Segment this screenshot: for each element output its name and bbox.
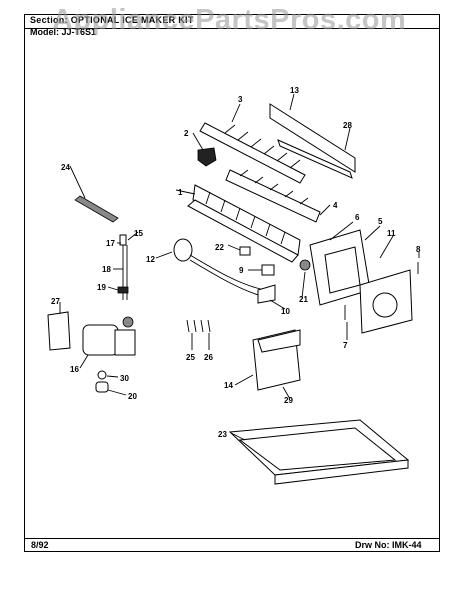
callout-9: 9 <box>239 266 244 275</box>
callout-23: 23 <box>218 430 227 439</box>
callout-19: 19 <box>97 283 106 292</box>
bearing <box>197 147 217 167</box>
footer-rule <box>24 538 440 539</box>
water-fitting <box>117 234 129 300</box>
diagram-frame <box>24 14 440 552</box>
callout-26: 26 <box>204 353 213 362</box>
callout-22: 22 <box>215 243 224 252</box>
callout-12: 12 <box>146 255 155 264</box>
heater-shield <box>269 103 356 179</box>
callout-30: 30 <box>120 374 129 383</box>
callout-5: 5 <box>378 217 383 226</box>
clip-22 <box>239 246 251 256</box>
callout-2: 2 <box>184 129 189 138</box>
callout-4: 4 <box>333 201 338 210</box>
stripper <box>225 169 321 223</box>
sleeve-20 <box>95 381 109 393</box>
callout-16: 16 <box>70 365 79 374</box>
callout-1: 1 <box>178 188 183 197</box>
callout-27: 27 <box>51 297 60 306</box>
screws <box>186 319 211 333</box>
callout-8: 8 <box>416 245 421 254</box>
clip-9 <box>261 264 275 276</box>
watermark: AppliancePartsPros.com <box>52 4 407 36</box>
leader-lines <box>59 93 420 441</box>
callout-11: 11 <box>387 229 396 238</box>
callout-28-top: 28 <box>343 121 352 130</box>
callout-14: 14 <box>224 381 233 390</box>
ice-mold <box>187 184 301 263</box>
footer-drawing-number: Drw No: IMK-44 <box>355 540 422 550</box>
callout-21: 21 <box>299 295 308 304</box>
callout-24: 24 <box>61 163 70 172</box>
callout-6: 6 <box>355 213 360 222</box>
callout-15: 15 <box>134 229 143 238</box>
mounting-bracket <box>47 311 71 351</box>
ice-bin <box>228 419 410 485</box>
control-housing <box>299 229 371 306</box>
callout-29: 29 <box>284 396 293 405</box>
nut-30 <box>97 370 107 380</box>
wiring-harness <box>173 238 266 297</box>
callout-7: 7 <box>343 341 348 350</box>
callout-13: 13 <box>290 86 299 95</box>
callout-10: 10 <box>281 307 290 316</box>
bracket-10 <box>257 284 276 304</box>
model-line: Model: JJ-T6S1 <box>30 27 97 37</box>
callout-18: 18 <box>102 265 111 274</box>
water-valve <box>82 316 136 356</box>
header-rule <box>24 28 440 29</box>
callout-20: 20 <box>128 392 137 401</box>
callout-17: 17 <box>106 239 115 248</box>
section-title: Section: OPTIONAL ICE MAKER KIT <box>30 15 194 25</box>
cover-plate <box>359 269 413 334</box>
insulation-block <box>252 329 301 391</box>
footer-date: 8/92 <box>31 540 49 550</box>
ejector-blade <box>199 122 306 184</box>
callout-3: 3 <box>238 95 243 104</box>
callout-25: 25 <box>186 353 195 362</box>
fill-tube <box>74 195 119 223</box>
